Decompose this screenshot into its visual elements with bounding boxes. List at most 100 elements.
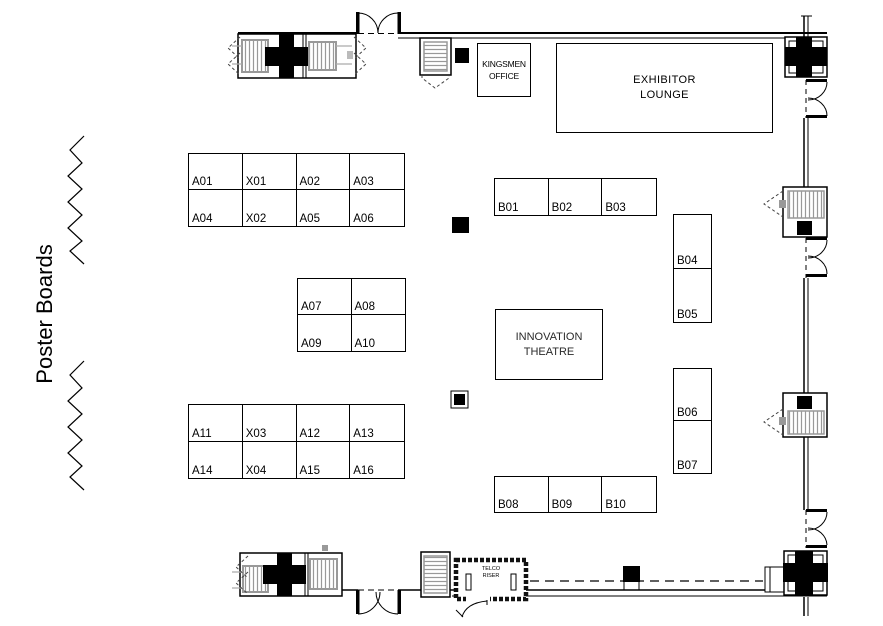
innovation-theatre-room: INNOVATION THEATRE bbox=[495, 309, 603, 380]
booth-label: A08 bbox=[354, 301, 375, 313]
booth-b08: B08 bbox=[495, 477, 549, 512]
escalator-unit bbox=[241, 39, 269, 73]
booth-b01: B01 bbox=[495, 179, 549, 215]
booth-a13: A13 bbox=[350, 405, 404, 442]
door-swing-arc bbox=[461, 600, 488, 618]
escalator-right-lower bbox=[763, 392, 828, 438]
booth-x02: X02 bbox=[243, 190, 297, 226]
booth-label: A09 bbox=[301, 338, 322, 350]
booth-block-b-lower-row: B08 B09 B10 bbox=[494, 476, 657, 513]
booth-label: B02 bbox=[551, 202, 573, 214]
booth-a09: A09 bbox=[298, 315, 352, 351]
booth-b02: B02 bbox=[549, 179, 603, 215]
booth-label: X03 bbox=[245, 427, 267, 440]
kingsmen-office-room: KINGSMEN OFFICE bbox=[477, 43, 531, 97]
booth-label: A11 bbox=[192, 427, 212, 440]
escalator-direction-arrow bbox=[763, 408, 784, 436]
booth-label: B09 bbox=[551, 499, 573, 511]
telco-riser-label: TELCO RISER bbox=[459, 566, 523, 580]
booth-a03: A03 bbox=[350, 154, 404, 190]
booth-label: A04 bbox=[192, 213, 213, 225]
booth-b10: B10 bbox=[602, 477, 656, 512]
booth-label: A07 bbox=[301, 301, 322, 313]
booth-b06: B06 bbox=[674, 369, 711, 421]
column-square bbox=[452, 217, 469, 233]
escalator-top-middle bbox=[419, 37, 452, 89]
booth-a12: A12 bbox=[296, 405, 351, 442]
column-cross bbox=[265, 47, 308, 66]
booth-label: B08 bbox=[498, 499, 519, 511]
booth-a16: A16 bbox=[350, 442, 404, 479]
column-square bbox=[623, 566, 640, 582]
escalator-direction-arrow bbox=[421, 75, 450, 89]
booth-x03: X03 bbox=[242, 405, 297, 442]
booth-label: B06 bbox=[677, 407, 698, 419]
booth-block-a-upper: A01 X01 A02 A03 A04 X02 A05 A06 bbox=[188, 153, 405, 227]
booth-label: A16 bbox=[353, 465, 374, 477]
booth-a11: A11 bbox=[189, 405, 243, 442]
booth-block-b-column-upper: B04 B05 bbox=[673, 214, 712, 323]
poster-boards-label: Poster Boards bbox=[32, 244, 57, 384]
column-cross bbox=[263, 565, 306, 584]
booth-b07: B07 bbox=[674, 421, 711, 473]
column-square bbox=[797, 396, 812, 409]
booth-label: A10 bbox=[354, 338, 375, 350]
booth-b04: B04 bbox=[674, 215, 711, 269]
booth-label: B01 bbox=[498, 202, 519, 214]
booth-label: A13 bbox=[353, 427, 374, 440]
booth-label: A02 bbox=[299, 176, 320, 188]
exhibitor-lounge-room: EXHIBITOR LOUNGE bbox=[556, 43, 773, 133]
booth-b03: B03 bbox=[602, 179, 656, 215]
booth-label: A12 bbox=[299, 427, 320, 440]
booth-a14: A14 bbox=[189, 441, 243, 478]
kingsmen-office-label-line2: OFFICE bbox=[489, 71, 519, 81]
booth-label: A01 bbox=[192, 176, 213, 188]
telco-riser-label-line2: RISER bbox=[482, 573, 500, 579]
booth-a04: A04 bbox=[189, 190, 243, 226]
escalator-unit bbox=[308, 41, 337, 71]
break-line-zigzags bbox=[67, 135, 85, 491]
kingsmen-office-label-line1: KINGSMEN bbox=[482, 58, 526, 69]
booth-x04: X04 bbox=[243, 441, 297, 478]
telco-riser-label-line1: TELCO bbox=[481, 566, 501, 572]
escalator-bank-top-left bbox=[227, 33, 367, 79]
booth-a10: A10 bbox=[352, 315, 406, 351]
booth-a06: A06 bbox=[350, 190, 404, 226]
column-square bbox=[455, 48, 469, 63]
booth-b09: B09 bbox=[549, 477, 603, 512]
escalator-bank-bottom-left bbox=[232, 545, 343, 597]
booth-label: A15 bbox=[299, 465, 320, 477]
booth-block-a-middle: A07 A08 A09 A10 bbox=[297, 278, 406, 352]
exhibitor-lounge-label-line2: LOUNGE bbox=[640, 89, 689, 101]
booth-block-a-lower: A11 X03 A12 A13 A14 X04 A15 A16 bbox=[188, 404, 405, 479]
escalator-direction-arrow bbox=[763, 190, 784, 218]
booth-b05: B05 bbox=[674, 269, 711, 323]
right-wall-door-lower bbox=[806, 509, 828, 548]
right-wall-door-upper bbox=[806, 79, 828, 118]
booth-label: B05 bbox=[677, 309, 698, 321]
booth-block-b-column-lower: B06 B07 bbox=[673, 368, 712, 474]
booth-label: X04 bbox=[245, 465, 267, 477]
booth-a01: A01 bbox=[189, 154, 243, 190]
innovation-theatre-label-line2: THEATRE bbox=[523, 345, 575, 358]
exhibitor-lounge-label-line1: EXHIBITOR bbox=[633, 74, 696, 86]
right-wall-door-middle bbox=[806, 237, 828, 277]
booth-a15: A15 bbox=[297, 441, 351, 478]
column-square bbox=[454, 394, 465, 405]
column-square bbox=[797, 221, 812, 235]
booth-label: A03 bbox=[353, 176, 374, 188]
top-entrance-double-door bbox=[356, 12, 401, 34]
column-cross-top-right bbox=[784, 36, 828, 78]
booth-a07: A07 bbox=[298, 279, 352, 315]
booth-label: A14 bbox=[192, 465, 213, 477]
telco-riser-room bbox=[453, 557, 529, 618]
booth-label: X01 bbox=[245, 176, 267, 188]
booth-label: A05 bbox=[299, 213, 320, 225]
booth-a08: A08 bbox=[351, 279, 405, 315]
innovation-theatre-label-line1: INNOVATION bbox=[515, 330, 583, 343]
booth-block-b-upper-row: B01 B02 B03 bbox=[494, 178, 657, 216]
column-cross-bottom-right bbox=[783, 550, 828, 596]
escalator-unit bbox=[309, 558, 338, 590]
escalator-bottom-middle bbox=[420, 551, 451, 598]
